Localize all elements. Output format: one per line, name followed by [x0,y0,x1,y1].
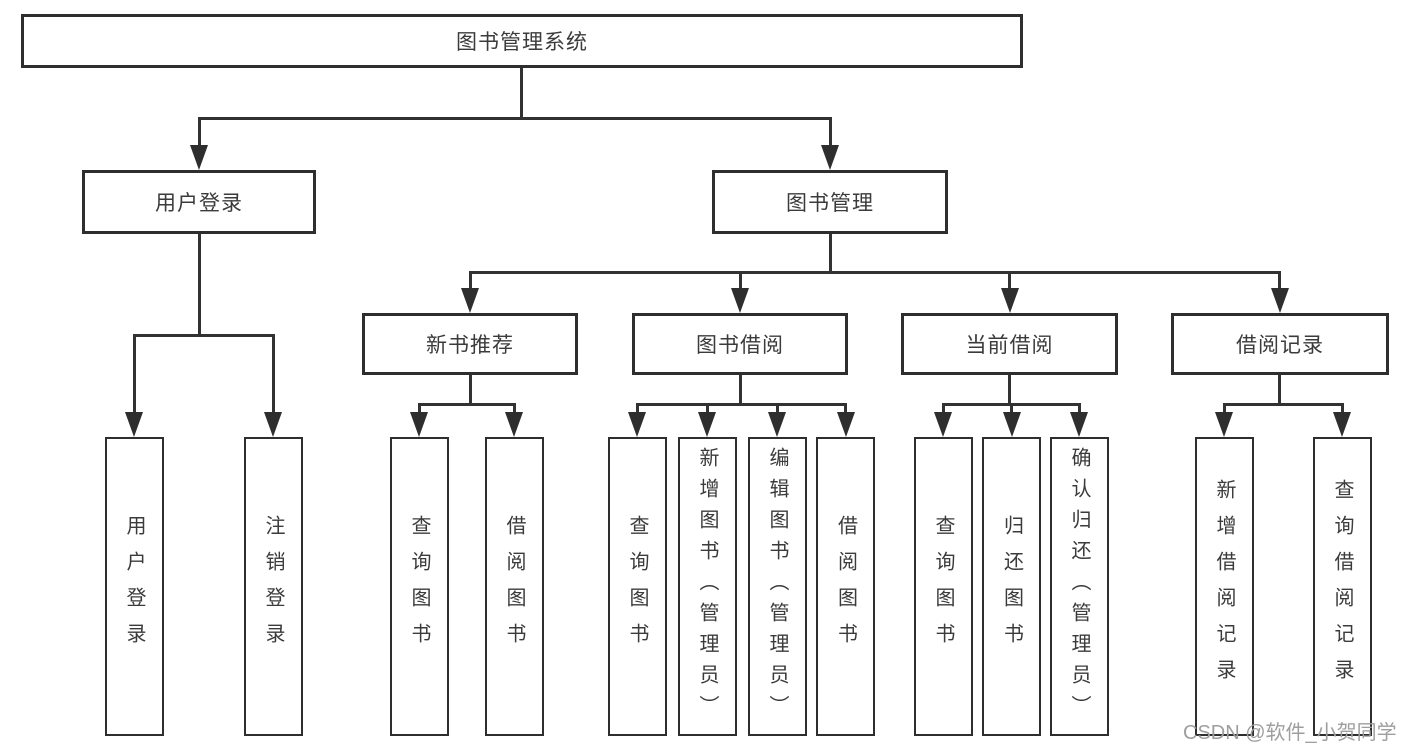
arrow-down-icon [190,145,208,170]
node-book-management-label: 图书管理 [786,192,874,215]
connector-leaf-drop [512,403,516,415]
leaf-query-book-borrow: 查询图书 [607,437,667,736]
arrow-down-icon [768,412,786,437]
leaf-borrow-book-label: 借阅图书 [834,514,857,659]
connector-current-borrow-stem [1008,375,1011,406]
node-new-book-recommend: 新书推荐 [362,313,578,375]
leaf-borrow-book: 借阅图书 [816,437,875,736]
connector-user-login-branch [132,334,275,337]
leaf-borrow-book-recommend-label: 借阅图书 [503,514,525,659]
connector-leaf-drop [271,334,275,414]
leaf-borrow-book-recommend: 借阅图书 [484,437,544,736]
node-user-login-label: 用户登录 [155,192,243,215]
connector-user-login-drop [197,117,201,147]
leaf-add-borrow-record-label: 新增借阅记录 [1213,478,1235,695]
arrow-down-icon [1070,412,1088,437]
node-book-borrow: 图书借阅 [632,313,848,375]
connector-leaf-drop [1010,403,1013,415]
node-book-borrow-label: 图书借阅 [696,334,784,357]
connector-new-book-recommend-stem [468,375,472,406]
leaf-confirm-return-admin-label: 确认归还（管理员） [1068,447,1090,726]
leaf-query-borrow-record-label: 查询借阅记录 [1331,478,1353,695]
leaf-return-book-label: 归还图书 [1000,514,1023,659]
arrow-down-icon [125,412,143,437]
leaf-query-book-recommend-label: 查询图书 [408,514,430,659]
node-root-label: 图书管理系统 [456,31,588,54]
arrow-down-icon [410,412,428,437]
connector-leaf-drop [1222,403,1226,415]
arrow-down-icon [1270,288,1289,313]
connector-level3-drop [468,271,472,290]
connector-new-book-recommend-branch [417,403,516,406]
leaf-user-login-label: 用户登录 [123,514,145,659]
node-book-management: 图书管理 [712,170,948,234]
arrow-down-icon [836,412,855,437]
leaf-user-login: 用户登录 [104,437,164,736]
node-current-borrow: 当前借阅 [901,313,1118,375]
connector-leaf-drop [635,403,639,415]
arrow-down-icon [1002,412,1021,437]
connector-user-login-stem [197,233,201,336]
leaf-logout-label: 注销登录 [262,514,284,659]
arrow-down-icon [1215,412,1233,437]
arrow-down-icon [698,412,716,437]
connector-book-borrow-branch [635,403,847,406]
leaf-query-book-borrow-label: 查询图书 [626,514,648,659]
leaf-query-book-current: 查询图书 [913,437,973,736]
connector-level3-drop [1008,271,1011,290]
arrow-down-icon [731,288,749,313]
connector-borrow-record-stem [1278,375,1281,406]
connector-leaf-drop [941,403,945,415]
connector-book-management-drop [828,117,832,147]
node-borrow-record: 借阅记录 [1171,313,1389,375]
leaf-query-book-recommend: 查询图书 [389,437,449,736]
leaf-logout: 注销登录 [243,437,303,736]
csdn-watermark: CSDN @软件_小贺同学 [1183,722,1397,744]
leaf-add-borrow-record: 新增借阅记录 [1194,437,1254,736]
connector-level3-drop [738,271,742,290]
connector-borrow-record-branch [1222,403,1344,406]
leaf-query-book-current-label: 查询图书 [932,514,954,659]
leaf-edit-book-admin-label: 编辑图书（管理员） [766,447,788,726]
leaf-confirm-return-admin: 确认归还（管理员） [1049,437,1109,736]
connector-leaf-drop [132,334,136,414]
node-new-book-recommend-label: 新书推荐 [426,334,514,357]
connector-leaf-drop [705,403,709,415]
connector-leaf-drop [1340,403,1344,415]
leaf-add-book-admin: 新增图书（管理员） [677,437,737,736]
arrow-down-icon [1333,412,1351,437]
arrow-down-icon [821,145,839,170]
leaf-add-book-admin-label: 新增图书（管理员） [696,447,718,726]
arrow-down-icon [505,412,523,437]
leaf-query-borrow-record: 查询借阅记录 [1312,437,1372,736]
arrow-down-icon [934,412,952,437]
connector-root-branch [197,117,832,120]
arrow-down-icon [1000,288,1019,313]
node-root: 图书管理系统 [21,14,1023,68]
node-borrow-record-label: 借阅记录 [1236,334,1324,357]
arrow-down-icon [628,412,646,437]
connector-leaf-drop [1077,403,1081,415]
leaf-return-book: 归还图书 [982,437,1041,736]
leaf-edit-book-admin: 编辑图书（管理员） [747,437,807,736]
connector-root-stem [519,68,523,119]
node-user-login: 用户登录 [82,170,316,234]
connector-level3-drop [1278,271,1281,290]
arrow-down-icon [461,288,479,313]
connector-leaf-drop [844,403,847,415]
connector-book-management-branch [468,271,1280,274]
connector-book-borrow-stem [738,375,742,406]
connector-leaf-drop [417,403,421,415]
connector-book-management-stem [828,233,832,274]
node-current-borrow-label: 当前借阅 [965,334,1054,357]
connector-leaf-drop [775,403,779,415]
arrow-down-icon [264,412,282,437]
